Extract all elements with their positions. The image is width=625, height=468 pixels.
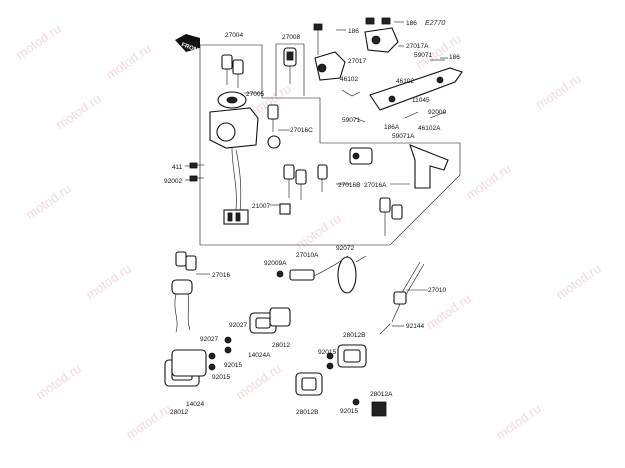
callout-92015: 92015 [340,408,358,415]
bolt-411 [189,162,204,169]
lock-27016 [171,251,197,333]
callout-186: 186 [406,20,417,27]
callout-92027: 92027 [229,322,247,329]
watermark: motod.ru [123,401,174,443]
callout-59071: 59071 [342,117,360,124]
callout-92015: 92015 [318,349,336,356]
callout-92144: 92144 [406,323,424,330]
reference-code: E2770 [425,20,445,27]
callout-186a: 186A [384,124,400,131]
pin-46102 [341,89,446,123]
lock-27016c [267,104,281,149]
watermark: motod.ru [533,71,584,113]
callout-28012b: 28012B [343,332,365,339]
callout-27016c: 27016C [290,127,313,134]
callout-11045: 11045 [412,97,430,104]
callout-27005: 27005 [246,91,264,98]
bolt-92002 [189,175,204,182]
key-27008-icon [275,43,305,96]
callout-186: 186 [449,54,460,61]
clamp-27017 [313,23,346,81]
reflector-28012-lower [164,349,207,387]
ignition-assembly-outline [199,44,461,246]
watermark: motod.ru [103,41,154,83]
callout-411: 411 [172,164,183,171]
watermark: motod.ru [53,91,104,133]
keys-21007 [279,164,307,215]
callout-27010a: 27010A [296,252,319,259]
callout-92009: 92009 [428,109,446,116]
callout-27017: 27017 [348,58,366,65]
bracket-11045 [369,59,463,111]
watermark: motod.ru [493,401,544,443]
reflector-28012-upper [249,307,291,334]
ignition-switch [209,91,259,225]
callout-92015: 92015 [212,374,230,381]
callout-59071a: 59071A [392,133,415,140]
callout-59071: 59071 [414,52,432,59]
callout-46102: 46102 [340,76,358,83]
callout-27016a: 27016A [364,182,387,189]
watermark: motod.ru [423,291,474,333]
callout-46102: 46102 [396,78,414,85]
callout-labels: 27004 27008 186 186 27017A 59071 186 270… [164,20,460,416]
nuts [208,336,360,406]
callout-27016: 27016 [212,272,230,279]
callout-186: 186 [348,28,359,35]
reflector-28012b-right [337,344,367,368]
callout-92072: 92072 [336,245,354,252]
reflector-28012b-left [295,372,323,396]
callout-14024: 14024 [186,401,204,408]
callout-46102a: 46102A [418,125,441,132]
callout-27017a: 27017A [406,43,429,50]
callout-21007: 21007 [252,203,270,210]
callout-92009a: 92009A [264,260,287,267]
watermark: motod.ru [23,181,74,223]
callout-27008: 27008 [282,34,300,41]
watermark: motod.ru [463,161,514,203]
watermark: motod.ru [33,361,84,403]
clamp-27017a [364,17,399,53]
callout-27016b: 27016B [338,182,360,189]
callout-27010: 27010 [428,287,446,294]
callout-28012: 28012 [170,409,188,416]
lock-27016b [317,147,373,192]
lock-27016a [379,144,449,236]
watermark: motod.ru [83,261,134,303]
callout-14024a: 14024A [248,352,271,359]
callout-28012a: 28012A [370,391,393,398]
reflector-28012a [371,401,387,417]
watermark: motod.ru [553,261,604,303]
callout-28012: 28012 [272,342,290,349]
callout-92002: 92002 [164,178,182,185]
cable-27010 [379,261,425,335]
cable-27010a [276,255,367,294]
callout-92015: 92015 [224,362,242,369]
callout-27004: 27004 [225,32,243,39]
leader-lines [185,21,448,327]
key-icon [221,54,244,88]
callout-92027: 92027 [200,336,218,343]
front-arrow-icon: FRONT [175,34,202,55]
callout-28012b: 28012B [296,409,318,416]
watermark: motod.ru [13,21,64,63]
